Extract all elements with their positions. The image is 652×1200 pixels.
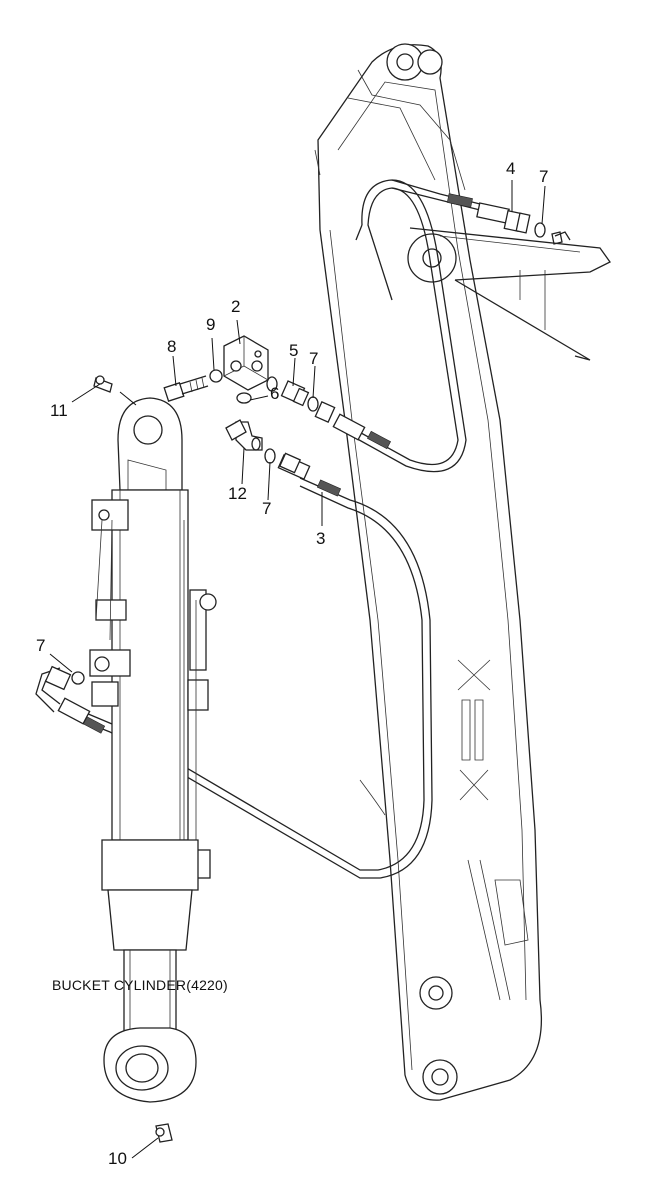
part-label-9: 9 xyxy=(206,315,216,334)
arm-structure xyxy=(314,43,611,1101)
part-label-7-mid: 7 xyxy=(309,349,319,368)
part-label-5: 5 xyxy=(289,341,299,360)
part-label-12: 12 xyxy=(228,484,247,503)
part-label-7-left: 7 xyxy=(36,636,46,655)
part-label-4: 4 xyxy=(506,159,516,178)
part-label-7-elbow: 7 xyxy=(262,499,272,518)
part-label-8: 8 xyxy=(167,337,177,356)
hose-upper xyxy=(332,179,531,473)
part-label-3: 3 xyxy=(316,529,326,548)
part-label-6: 6 xyxy=(270,384,280,403)
part-label-2: 2 xyxy=(231,297,241,316)
fittings xyxy=(44,222,563,691)
part-label-10: 10 xyxy=(108,1149,127,1168)
part-label-11: 11 xyxy=(50,401,68,420)
bucket-cylinder xyxy=(89,375,217,1143)
diagram-caption: BUCKET CYLINDER(4220) xyxy=(52,977,228,993)
leader-lines xyxy=(49,180,546,1159)
part-label-7-top: 7 xyxy=(539,167,549,186)
